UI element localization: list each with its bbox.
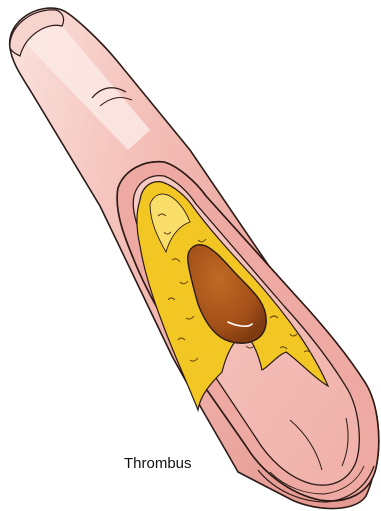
thrombus-label: Thrombus [124, 455, 192, 472]
